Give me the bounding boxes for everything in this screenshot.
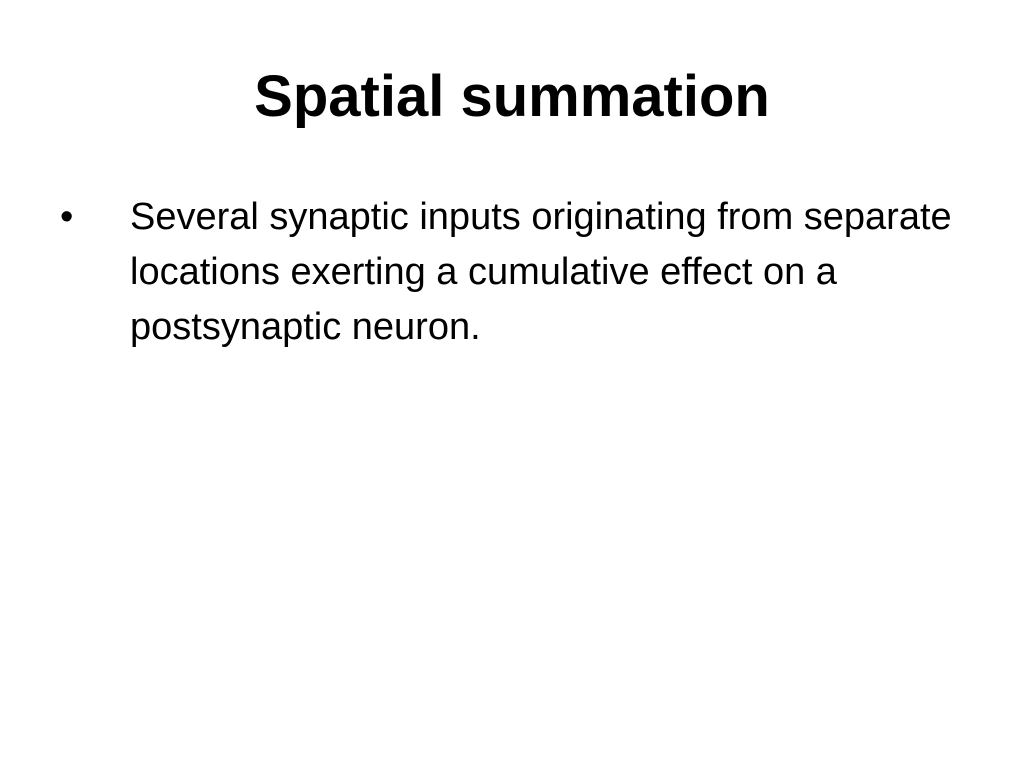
bullet-item: • Several synaptic inputs originating fr… [0, 190, 1024, 355]
bullet-list: • Several synaptic inputs originating fr… [0, 190, 1024, 355]
bullet-text: Several synaptic inputs originating from… [130, 196, 952, 348]
slide-title: Spatial summation [254, 64, 770, 129]
bullet-marker: • [60, 196, 74, 238]
